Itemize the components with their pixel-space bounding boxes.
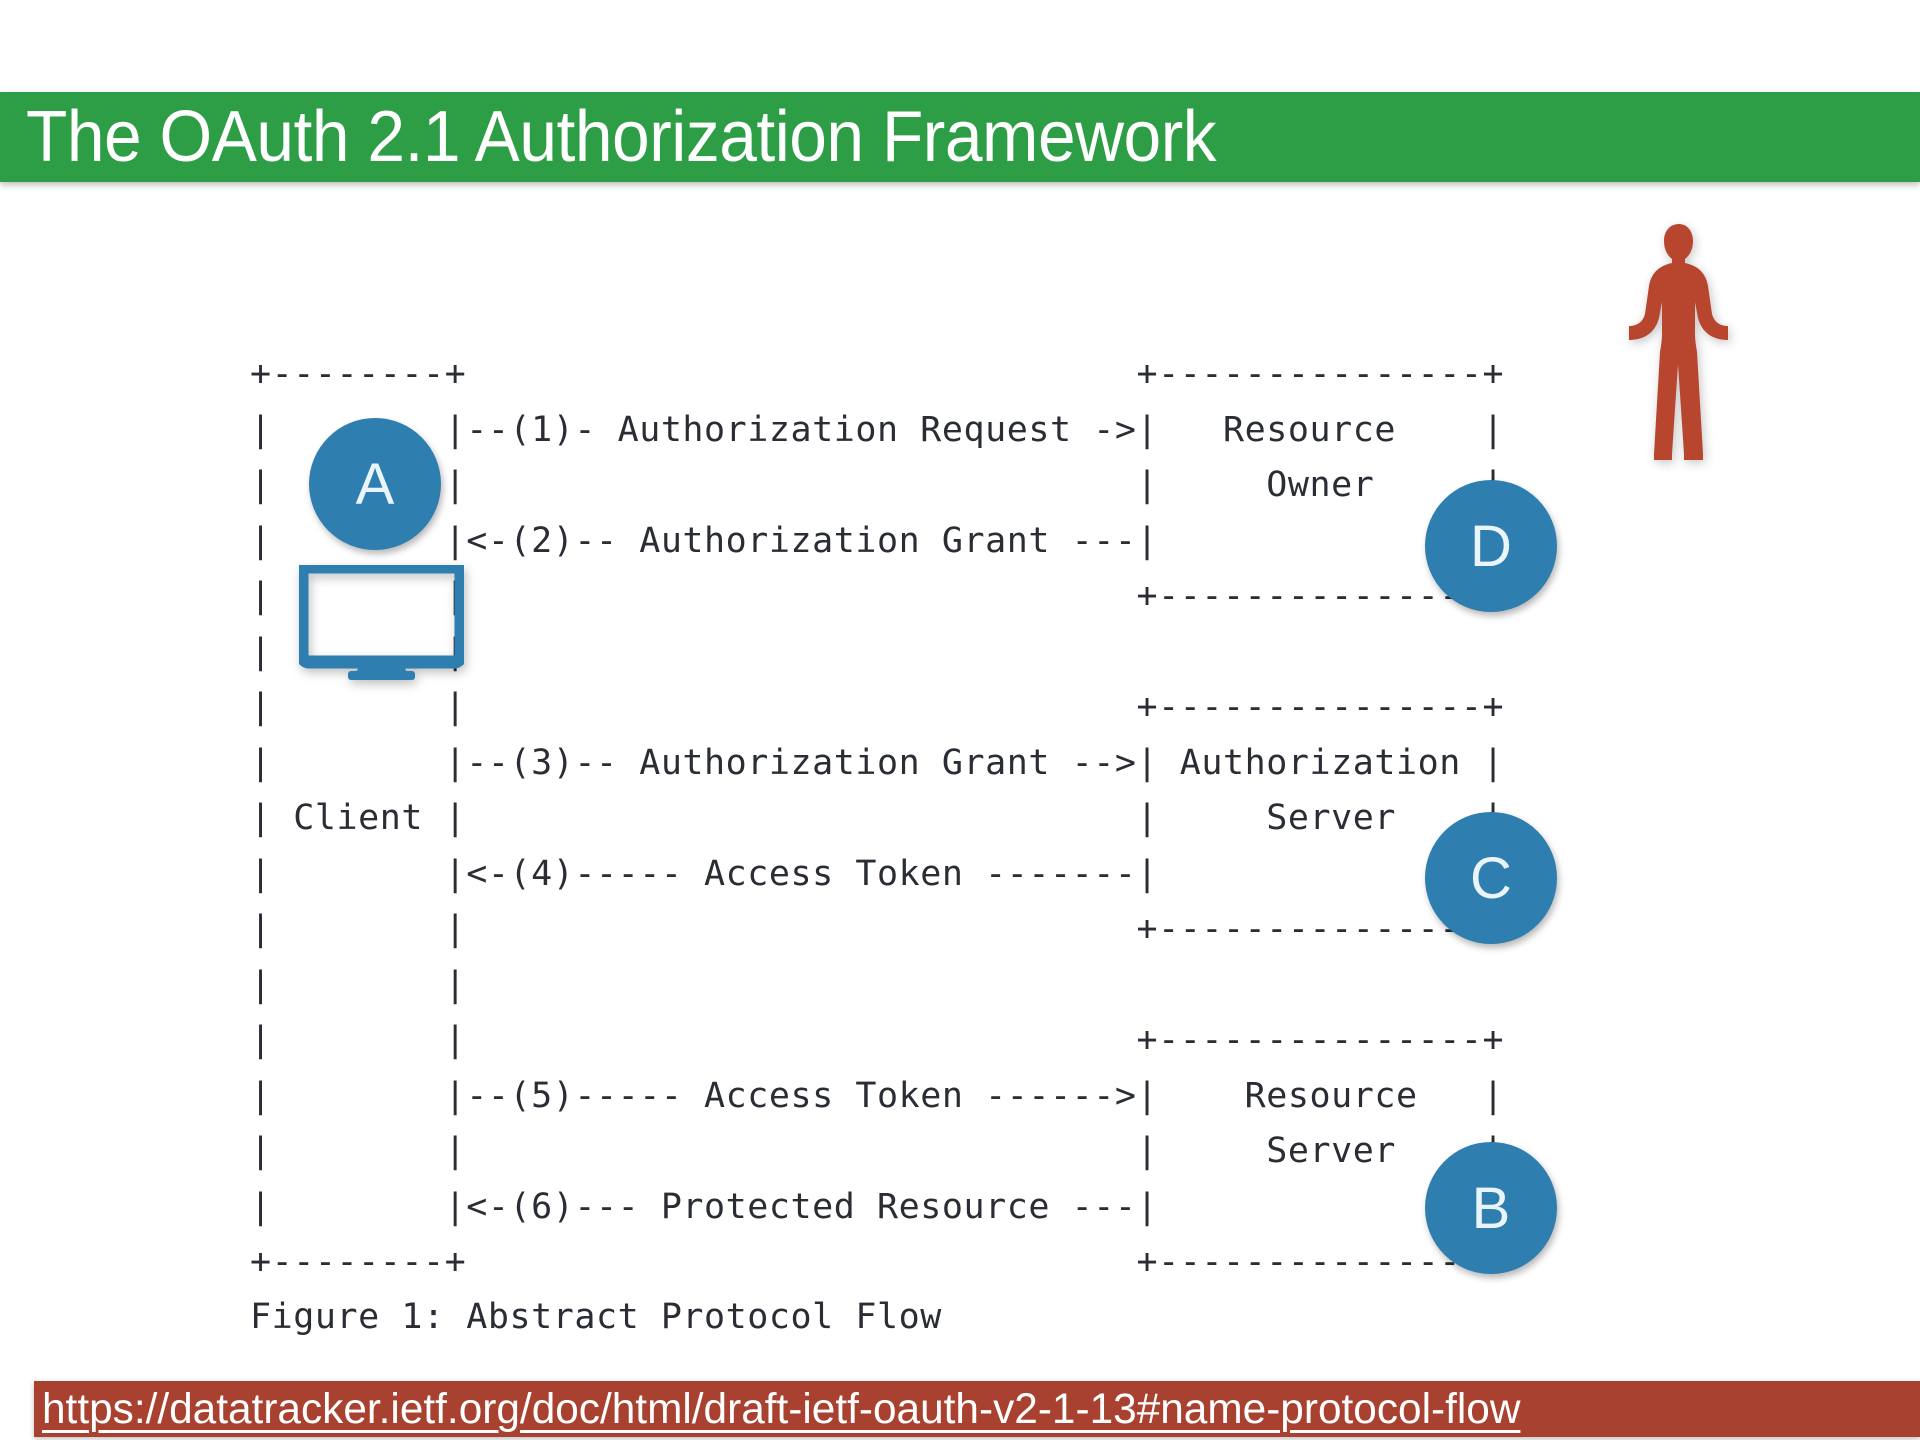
monitor-icon [295, 560, 468, 680]
slide-title-bar: The OAuth 2.1 Authorization Framework [0, 92, 1920, 182]
badge-b-resource-server[interactable]: B [1425, 1142, 1557, 1274]
source-url-bar[interactable]: https://datatracker.ietf.org/doc/html/dr… [34, 1381, 1920, 1437]
page-title: The OAuth 2.1 Authorization Framework [26, 97, 1217, 177]
protocol-flow-ascii-diagram: +--------+ +---------------+ | |--(1)- A… [250, 354, 1505, 1282]
badge-c-label: C [1470, 845, 1512, 911]
badge-d-label: D [1470, 513, 1512, 579]
figure-caption: Figure 1: Abstract Protocol Flow [250, 1297, 942, 1337]
person-icon [1627, 222, 1732, 462]
badge-a-client[interactable]: A [309, 418, 441, 550]
badge-a-label: A [355, 451, 395, 517]
badge-d-resource-owner[interactable]: D [1425, 480, 1557, 612]
source-url-link[interactable]: https://datatracker.ietf.org/doc/html/dr… [42, 1384, 1521, 1433]
badge-b-label: B [1471, 1175, 1511, 1241]
badge-c-authorization-server[interactable]: C [1425, 812, 1557, 944]
